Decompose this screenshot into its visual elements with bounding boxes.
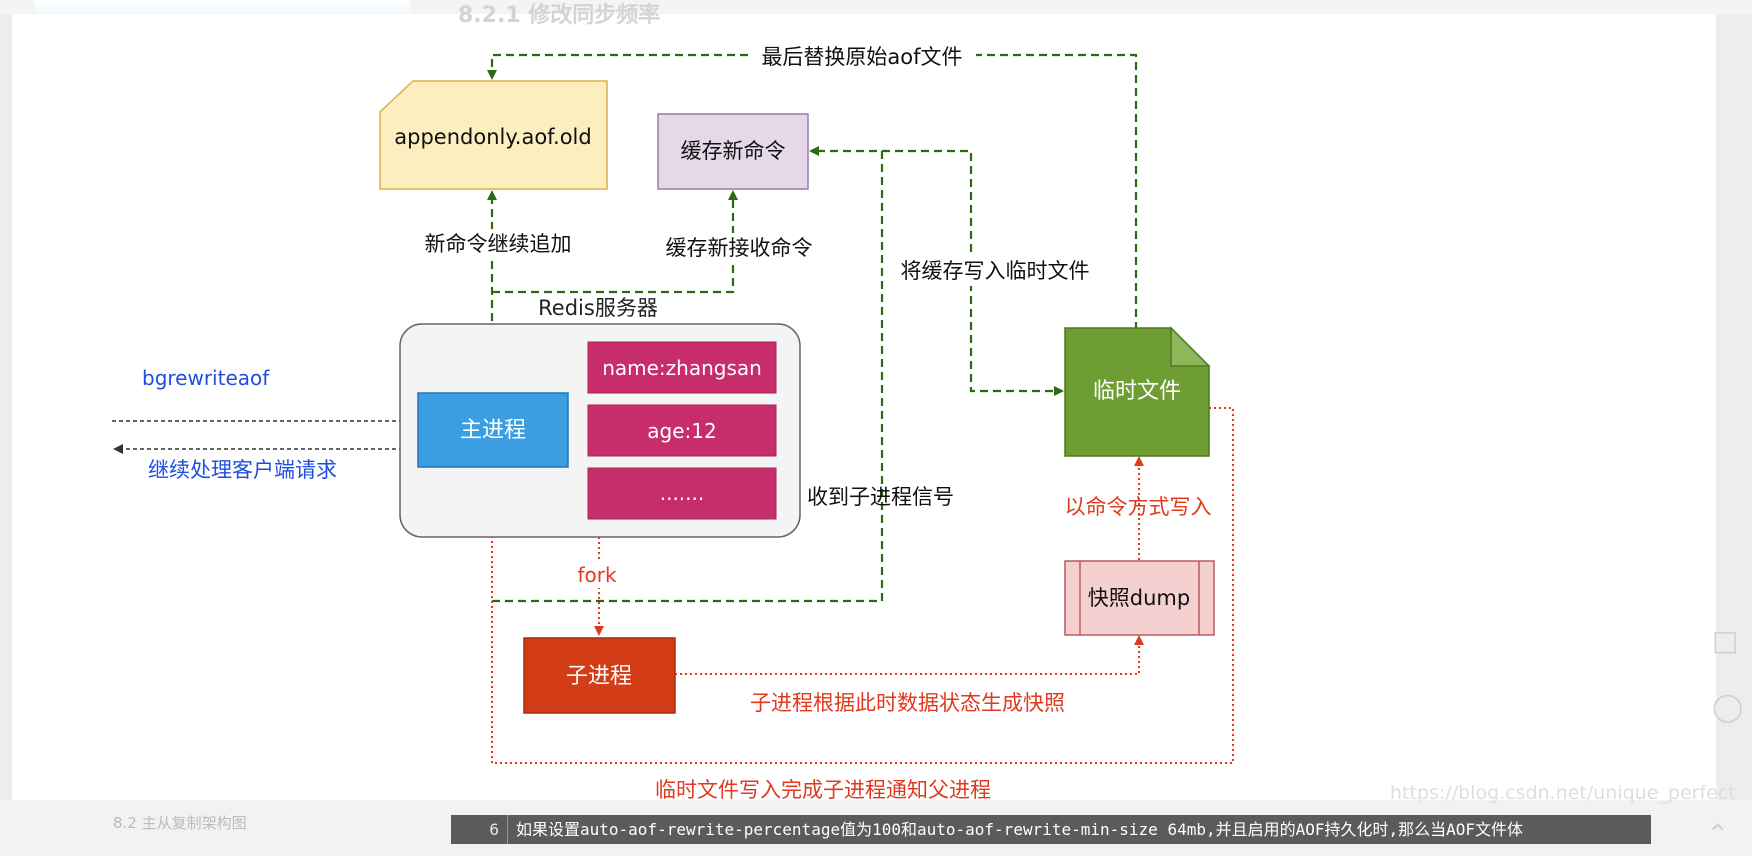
edge-replace-original-aof: [487, 53, 1138, 330]
aof-old-file-node: appendonly.aof.old: [379, 80, 608, 190]
kv-more-node: .......: [587, 467, 777, 520]
back-to-top-icon[interactable]: ⌃: [1706, 818, 1730, 851]
label-child-signal: 收到子进程信号: [807, 485, 954, 509]
label-temp-done-notify-parent: 临时文件写入完成子进程通知父进程: [655, 778, 991, 802]
edge-temp-done-notify-parent: [487, 407, 1234, 764]
label-child-generates-snapshot: 子进程根据此时数据状态生成快照: [750, 691, 1065, 715]
child-process-node: 子进程: [523, 637, 676, 714]
redis-server-title: Redis服务器: [538, 296, 658, 320]
partial-heading: 8.2.1 修改同步频率: [458, 2, 660, 28]
kv-more-label: .......: [660, 481, 705, 505]
footer-section-link[interactable]: 8.2 主从复制架构图: [113, 814, 247, 832]
aof-old-file-label: appendonly.aof.old: [394, 125, 591, 149]
label-continue-client-requests: 继续处理客户端请求: [148, 458, 337, 482]
label-fork: fork: [577, 563, 617, 587]
label-write-cache-to-temp: 将缓存写入临时文件: [901, 259, 1090, 283]
kv-age-node: age:12: [587, 404, 777, 457]
kv-name-label: name:zhangsan: [602, 356, 762, 380]
snapshot-dump-node: 快照dump: [1064, 560, 1215, 636]
main-process-label: 主进程: [460, 418, 526, 443]
code-line-number: 6: [451, 815, 508, 844]
temp-file-node: 临时文件: [1064, 326, 1211, 457]
diagram-canvas: [12, 14, 1716, 800]
label-replace-original-aof: 最后替换原始aof文件: [761, 45, 962, 69]
code-line: 6 如果设置auto-aof-rewrite-percentage值为100和au…: [451, 815, 1651, 844]
child-process-label: 子进程: [566, 664, 632, 689]
kv-name-node: name:zhangsan: [587, 341, 777, 394]
label-append-new-command: 新命令继续追加: [425, 232, 572, 256]
edge-child-signal: [492, 146, 884, 603]
label-bgrewriteaof: bgrewriteaof: [142, 366, 270, 390]
cache-new-commands-node: 缓存新命令: [657, 113, 809, 190]
code-line-text: 如果设置auto-aof-rewrite-percentage值为100和aut…: [516, 820, 1524, 839]
temp-file-label: 临时文件: [1093, 379, 1181, 404]
snapshot-dump-label: 快照dump: [1088, 586, 1190, 610]
label-cache-received-command: 缓存新接收命令: [666, 236, 813, 260]
comment-icon[interactable]: ◯: [1712, 690, 1744, 723]
kv-age-label: age:12: [647, 419, 716, 443]
edge-cache-received-command: [492, 190, 738, 294]
browser-top-strip: [0, 0, 1752, 14]
edit-icon[interactable]: □: [1712, 624, 1739, 657]
label-write-by-command: 以命令方式写入: [1065, 495, 1212, 519]
cache-new-commands-label: 缓存新命令: [681, 139, 786, 163]
csdn-watermark: https://blog.csdn.net/unique_perfect: [1390, 782, 1736, 804]
main-process-node: 主进程: [417, 392, 569, 468]
edge-child-generates-snapshot: [675, 635, 1144, 675]
